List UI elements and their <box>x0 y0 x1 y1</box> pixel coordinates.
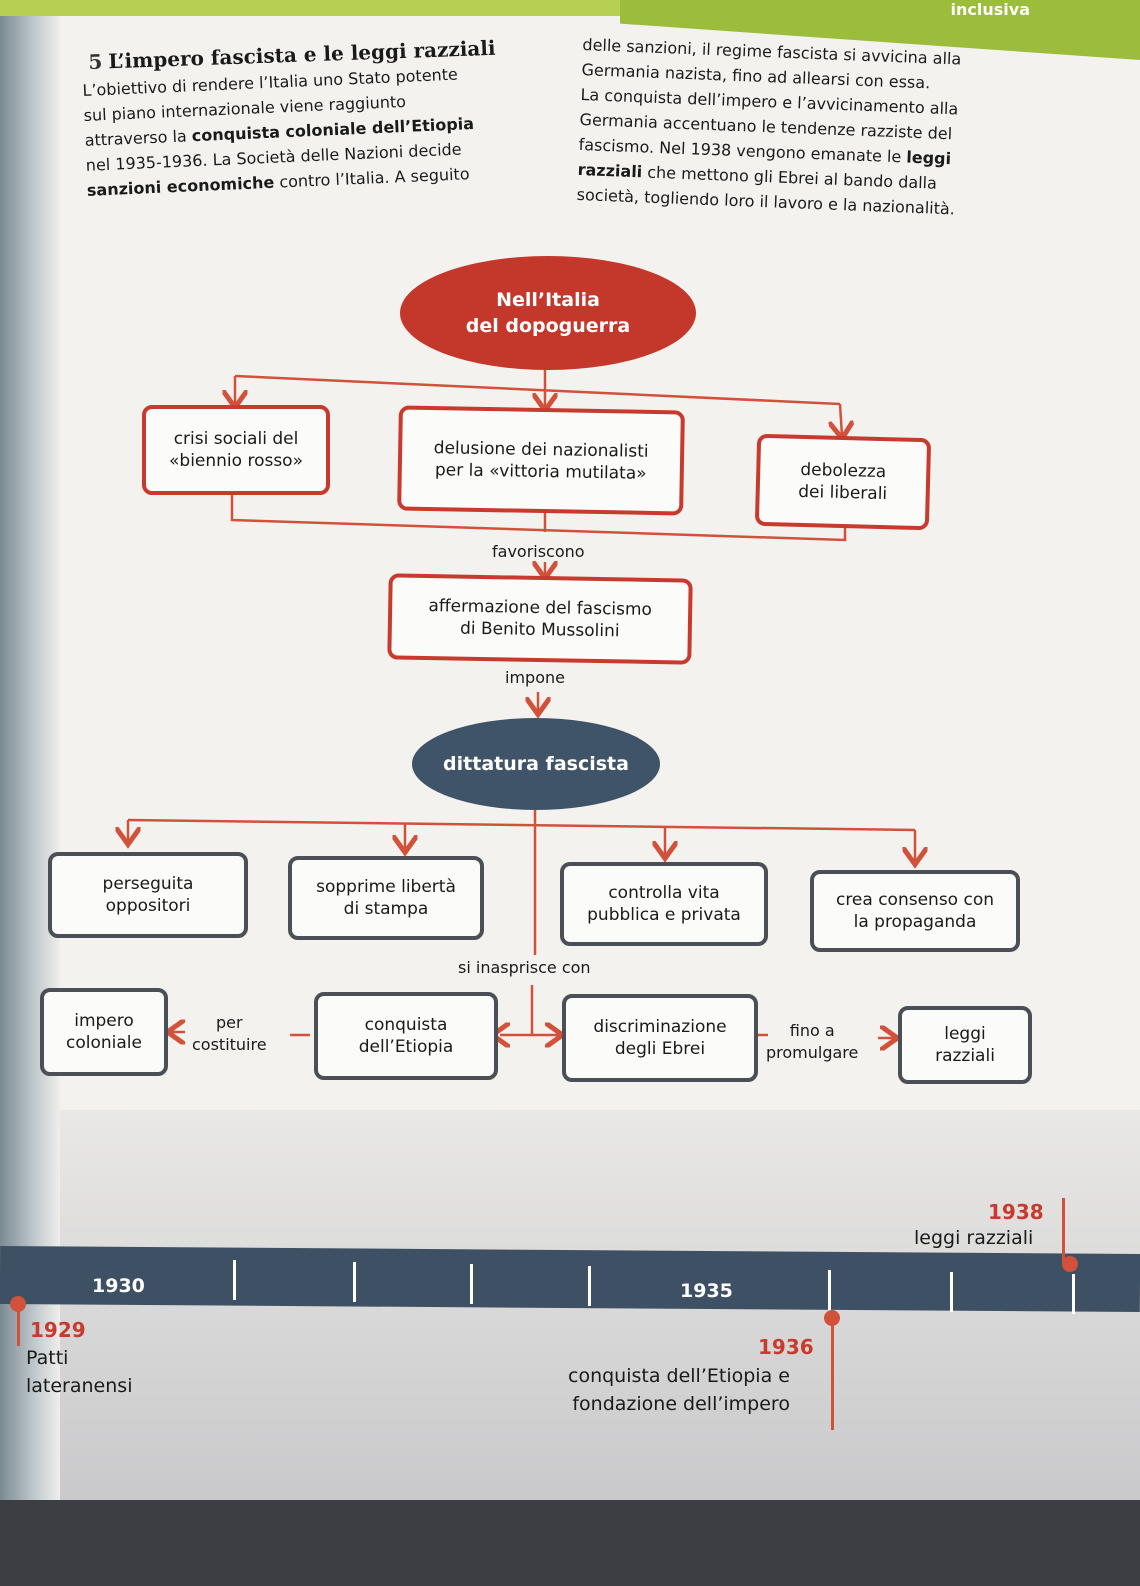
node-line: di stampa <box>343 899 429 919</box>
timeline-tick <box>233 1260 236 1300</box>
timeline-marker-line <box>1062 1198 1065 1264</box>
link-line: promulgare <box>766 1043 859 1062</box>
node-line: pubblica e privata <box>587 905 741 925</box>
node-line: dell’Etiopia <box>358 1037 454 1057</box>
discriminazione-node: discriminazione degli Ebrei <box>562 994 758 1082</box>
timeline-marker <box>1062 1256 1078 1272</box>
timeline-marker <box>824 1310 840 1326</box>
action-node: crea consenso con la propaganda <box>810 870 1020 952</box>
node-line: dittatura fascista <box>443 753 629 775</box>
timeline-tick <box>470 1264 473 1304</box>
link-line: costituire <box>192 1035 267 1054</box>
timeline-tick-label: 1935 <box>680 1280 733 1302</box>
timeline-tick-label: 1930 <box>92 1275 145 1297</box>
node-line: coloniale <box>66 1033 142 1053</box>
node-line: conquista <box>364 1015 448 1035</box>
link-label: si inasprisce con <box>458 958 591 977</box>
link-label: impone <box>505 668 565 687</box>
event-line: Patti <box>26 1347 69 1369</box>
diagram-connectors <box>0 368 1140 1500</box>
node-line: discriminazione <box>593 1017 727 1037</box>
timeline-marker-line <box>831 1320 834 1430</box>
dittatura-node: dittatura fascista <box>412 718 660 810</box>
root-node: Nell’Italia del dopoguerra <box>400 256 696 370</box>
timeline-tick <box>353 1262 356 1302</box>
node-line: degli Ebrei <box>614 1039 706 1059</box>
node-line: impero <box>74 1011 134 1031</box>
node-line: razziali <box>935 1046 995 1066</box>
event-year: 1938 <box>988 1200 1044 1224</box>
node-line: debolezza <box>800 459 887 483</box>
event-year: 1929 <box>30 1318 86 1342</box>
node-line: perseguita <box>102 874 194 894</box>
root-line: Nell’Italia <box>496 289 600 311</box>
conquista-node: conquista dell’Etiopia <box>314 992 498 1080</box>
event-line: lateranensi <box>26 1375 133 1397</box>
link-label: favoriscono <box>492 542 585 561</box>
link-label: fino a promulgare <box>766 1020 858 1064</box>
root-line: del dopoguerra <box>465 315 631 337</box>
link-line: fino a <box>789 1021 835 1040</box>
timeline-bar <box>0 1246 1140 1312</box>
event-line: conquista dell’Etiopia e <box>568 1365 790 1387</box>
event-line: fondazione dell’impero <box>572 1393 790 1415</box>
action-node: perseguita oppositori <box>48 852 248 938</box>
node-line: dei liberali <box>797 481 888 505</box>
node-line: per la «vittoria mutilata» <box>434 459 647 484</box>
action-node: controlla vita pubblica e privata <box>560 862 768 946</box>
timeline-marker <box>10 1296 26 1312</box>
affermazione-node: affermazione del fascismo di Benito Muss… <box>387 573 693 665</box>
node-line: crea consenso con <box>835 890 995 910</box>
cause-node: debolezza dei liberali <box>754 433 932 531</box>
impero-node: impero coloniale <box>40 988 168 1076</box>
node-line: di Benito Mussolini <box>459 618 620 642</box>
leggi-node: leggi razziali <box>898 1006 1032 1084</box>
node-line: oppositori <box>105 896 191 916</box>
corner-label: inclusiva <box>950 0 1030 19</box>
green-header-band <box>0 0 620 16</box>
event-text: leggi razziali <box>914 1224 1033 1252</box>
link-label: per costituire <box>192 1012 267 1056</box>
action-node: sopprime libertà di stampa <box>288 856 484 940</box>
event-text: conquista dell’Etiopia e fondazione dell… <box>568 1362 790 1418</box>
timeline-marker-line <box>17 1306 20 1346</box>
node-line: controlla vita <box>608 883 720 903</box>
node-line: «biennio rosso» <box>169 451 303 471</box>
node-line: crisi sociali del <box>173 429 299 449</box>
timeline-tick <box>828 1270 831 1310</box>
node-line: sopprime libertà <box>316 877 456 897</box>
cause-node: crisi sociali del «biennio rosso» <box>142 405 330 495</box>
node-line: la propaganda <box>853 912 977 932</box>
node-line: leggi <box>944 1024 986 1044</box>
event-line: leggi razziali <box>914 1227 1034 1249</box>
timeline-tick <box>1072 1274 1075 1314</box>
event-year: 1936 <box>758 1335 814 1359</box>
cause-node: delusione dei nazionalisti per la «vitto… <box>397 405 685 516</box>
link-line: per <box>216 1013 243 1032</box>
event-text: Patti lateranensi <box>26 1344 132 1400</box>
timeline-tick <box>588 1266 591 1306</box>
timeline-tick <box>950 1272 953 1312</box>
